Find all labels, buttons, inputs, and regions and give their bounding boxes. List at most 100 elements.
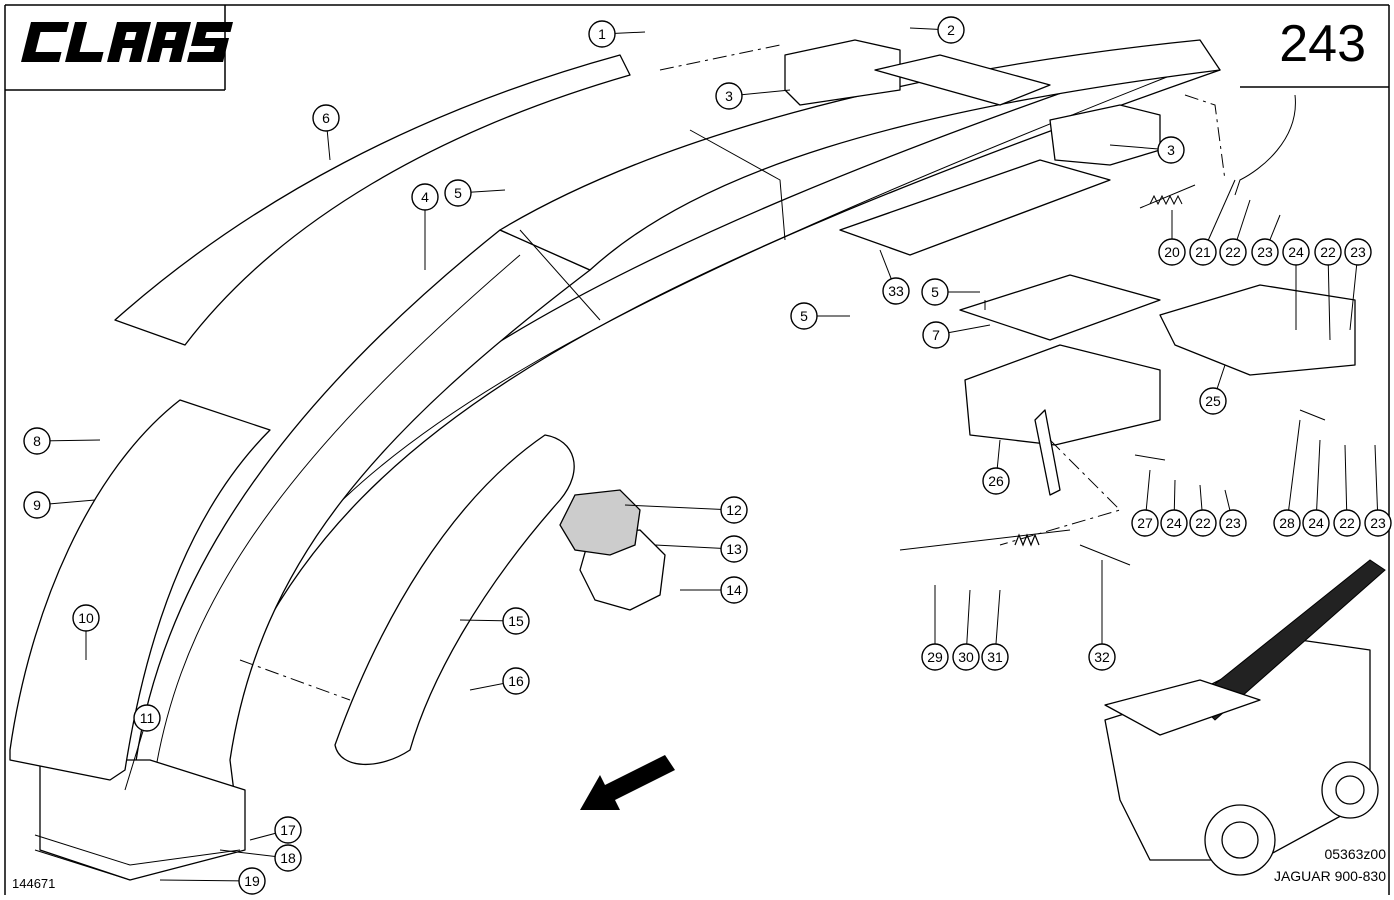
callout-29: 29 <box>921 585 949 671</box>
callout-circle <box>1158 238 1186 266</box>
page-number: 243 <box>1279 15 1366 73</box>
callout-leader <box>1286 419 1301 524</box>
callout-label: 8 <box>33 433 41 449</box>
callout-4: 4 <box>411 183 439 270</box>
callout-32: 32 <box>1088 560 1116 671</box>
callout-circle <box>1333 509 1361 537</box>
callout-5: 5 <box>790 302 850 330</box>
callout-circle <box>952 643 980 671</box>
callout-15: 15 <box>459 607 530 635</box>
callout-23: 23 <box>1344 238 1372 331</box>
callout-circle <box>72 604 100 632</box>
callout-24: 24 <box>1160 479 1188 537</box>
callout-23: 23 <box>1251 214 1281 266</box>
callout-label: 7 <box>932 327 940 343</box>
callout-circle <box>411 183 439 211</box>
callout-1: 1 <box>588 20 646 48</box>
callout-circle <box>1344 238 1372 266</box>
callout-label: 5 <box>454 185 462 201</box>
callout-23: 23 <box>1364 444 1392 537</box>
callout-circle <box>1364 509 1392 537</box>
callout-circle <box>23 427 51 455</box>
callout-19: 19 <box>159 867 266 895</box>
callout-label: 24 <box>1308 515 1324 531</box>
callout-circle <box>882 277 910 305</box>
callout-circle <box>790 302 818 330</box>
callout-label: 3 <box>1167 142 1175 158</box>
callout-5: 5 <box>921 278 980 306</box>
callout-14: 14 <box>680 576 748 604</box>
callout-circle <box>502 667 530 695</box>
callout-6: 6 <box>312 104 340 161</box>
callout-label: 11 <box>140 710 155 726</box>
callout-label: 12 <box>726 502 742 518</box>
callout-28: 28 <box>1273 419 1301 537</box>
callout-label: 23 <box>1370 515 1386 531</box>
callout-circle <box>720 576 748 604</box>
side-brackets <box>964 94 1356 496</box>
callout-30: 30 <box>952 589 980 671</box>
callout-10: 10 <box>72 604 100 660</box>
callout-label: 24 <box>1288 244 1304 260</box>
callout-27: 27 <box>1131 469 1159 537</box>
callout-label: 15 <box>508 613 524 629</box>
callout-label: 20 <box>1164 244 1180 260</box>
model-label: JAGUAR 900-830 <box>1273 868 1386 884</box>
callout-circle <box>715 82 743 110</box>
callout-circle <box>981 643 1009 671</box>
callout-leader <box>1327 251 1331 341</box>
callout-circle <box>922 321 950 349</box>
callout-25: 25 <box>1199 364 1227 415</box>
callout-leader <box>624 504 735 511</box>
callout-33: 33 <box>879 249 910 305</box>
callout-22: 22 <box>1314 238 1342 341</box>
side-wear-plate <box>9 399 271 781</box>
callout-circle <box>937 16 965 44</box>
callout-label: 31 <box>987 649 1003 665</box>
callout-circle <box>1219 238 1247 266</box>
assembly-lines <box>239 44 1226 701</box>
deflector-plate <box>334 434 575 766</box>
callout-circle <box>1273 509 1301 537</box>
callout-label: 16 <box>508 673 524 689</box>
callout-31: 31 <box>981 589 1009 671</box>
callout-20: 20 <box>1158 210 1186 266</box>
callout-circle <box>1251 238 1279 266</box>
callout-label: 24 <box>1166 515 1182 531</box>
callout-17: 17 <box>249 816 302 844</box>
callout-label: 23 <box>1225 515 1241 531</box>
callout-label: 10 <box>78 610 94 626</box>
callout-18: 18 <box>219 844 302 872</box>
mounting-brackets <box>784 39 1161 341</box>
callout-16: 16 <box>469 667 530 695</box>
callout-8: 8 <box>23 427 101 455</box>
callout-circle <box>720 535 748 563</box>
callout-label: 30 <box>958 649 974 665</box>
callout-label: 4 <box>421 189 429 205</box>
callout-label: 26 <box>988 473 1004 489</box>
inspection-window <box>559 489 666 611</box>
callout-circle <box>444 179 472 207</box>
callout-leader <box>159 879 253 882</box>
callout-label: 19 <box>244 873 260 889</box>
callout-circle <box>1088 643 1116 671</box>
callout-circle <box>133 704 161 732</box>
callout-label: 22 <box>1339 515 1355 531</box>
spout-body <box>34 39 1221 881</box>
spring-and-rod-assembly <box>899 184 1326 566</box>
callout-9: 9 <box>23 491 96 519</box>
callout-22: 22 <box>1189 484 1217 537</box>
callout-circle <box>720 496 748 524</box>
callout-label: 23 <box>1350 244 1366 260</box>
callout-circle <box>1160 509 1188 537</box>
callout-3: 3 <box>715 82 791 110</box>
callout-label: 2 <box>947 22 955 38</box>
callout-label: 5 <box>931 284 939 300</box>
callout-label: 23 <box>1257 244 1273 260</box>
callout-label: 22 <box>1225 244 1241 260</box>
callout-label: 22 <box>1320 244 1336 260</box>
callout-circle <box>1157 136 1185 164</box>
callout-label: 1 <box>598 26 606 42</box>
